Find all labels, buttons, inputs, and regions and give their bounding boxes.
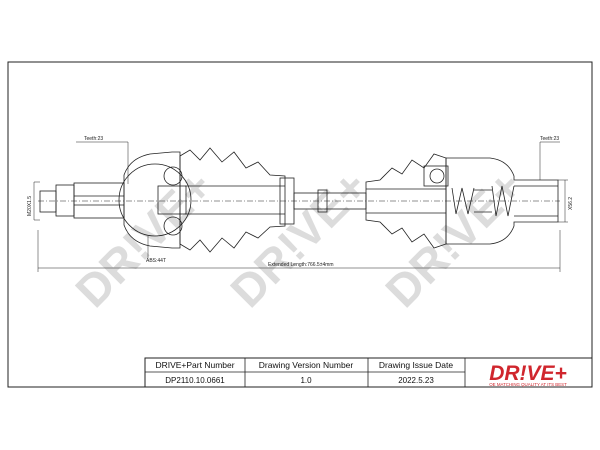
right-spring [451, 185, 515, 217]
header-version: Drawing Version Number [259, 360, 354, 370]
logo-tagline: OE MATCHING QUALITY AT ITS BEST [489, 382, 567, 387]
abs-ring [118, 163, 192, 237]
value-issue-date: 2022.5.23 [398, 376, 434, 385]
drive-shaft [38, 147, 560, 253]
value-version: 1.0 [300, 376, 312, 385]
drive-plus-logo: DR!VE+ OE MATCHING QUALITY AT ITS BEST [489, 362, 567, 387]
left-thread [39, 190, 57, 213]
watermark-1: DR!VE+ [65, 160, 222, 317]
logo-wordmark: DR!VE+ [489, 362, 567, 385]
extended-length-label: Extended Length:766.5±4mm [268, 262, 334, 268]
left-teeth-label: Teeth:23 [84, 136, 103, 142]
left-stub [55, 184, 75, 217]
watermark-2: DR!VE+ [220, 160, 377, 317]
header-issue-date: Drawing Issue Date [379, 360, 453, 370]
watermark-3: DR!VE+ [375, 160, 532, 317]
right-diameter-label: X56.2 [568, 197, 574, 210]
abs-label: ABS:44T [146, 258, 166, 264]
left-cv-housing [123, 151, 181, 249]
left-boot [179, 147, 286, 253]
left-spline [73, 182, 125, 219]
title-block: DRIVE+Part Number Drawing Version Number… [144, 357, 593, 388]
value-part-number: DP2110.10.0661 [165, 376, 225, 385]
header-part-number: DRIVE+Part Number [155, 360, 234, 370]
dimensions [33, 141, 568, 272]
watermarks: DR!VE+ DR!VE+ DR!VE+ [65, 160, 532, 317]
right-teeth-label: Teeth:23 [540, 136, 559, 142]
left-thread-label: M20X1.5 [27, 196, 33, 216]
